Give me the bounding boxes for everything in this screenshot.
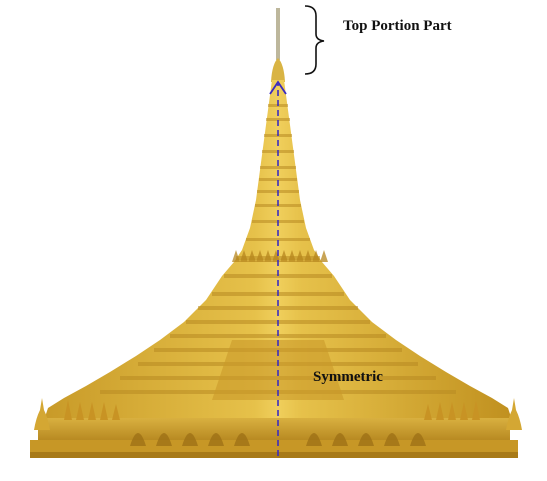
pagoda-finial bbox=[271, 58, 285, 82]
symmetric-label: Symmetric bbox=[313, 369, 383, 385]
pagoda-base bbox=[38, 418, 510, 440]
pagoda-small-stupas bbox=[64, 400, 480, 420]
pagoda-base-lower bbox=[30, 440, 518, 454]
pagoda-illustration bbox=[30, 8, 522, 458]
pagoda-spire bbox=[276, 8, 280, 60]
pagoda-lotus-band bbox=[232, 250, 328, 262]
pagoda-right-corner-spire bbox=[506, 398, 522, 430]
pagoda-base-arches bbox=[130, 433, 426, 446]
symmetry-axis-arrow-icon bbox=[269, 80, 287, 95]
top-portion-label: Top Portion Part bbox=[343, 18, 452, 34]
pagoda-left-corner-spire bbox=[34, 398, 50, 430]
top-portion-bracket bbox=[304, 5, 325, 75]
